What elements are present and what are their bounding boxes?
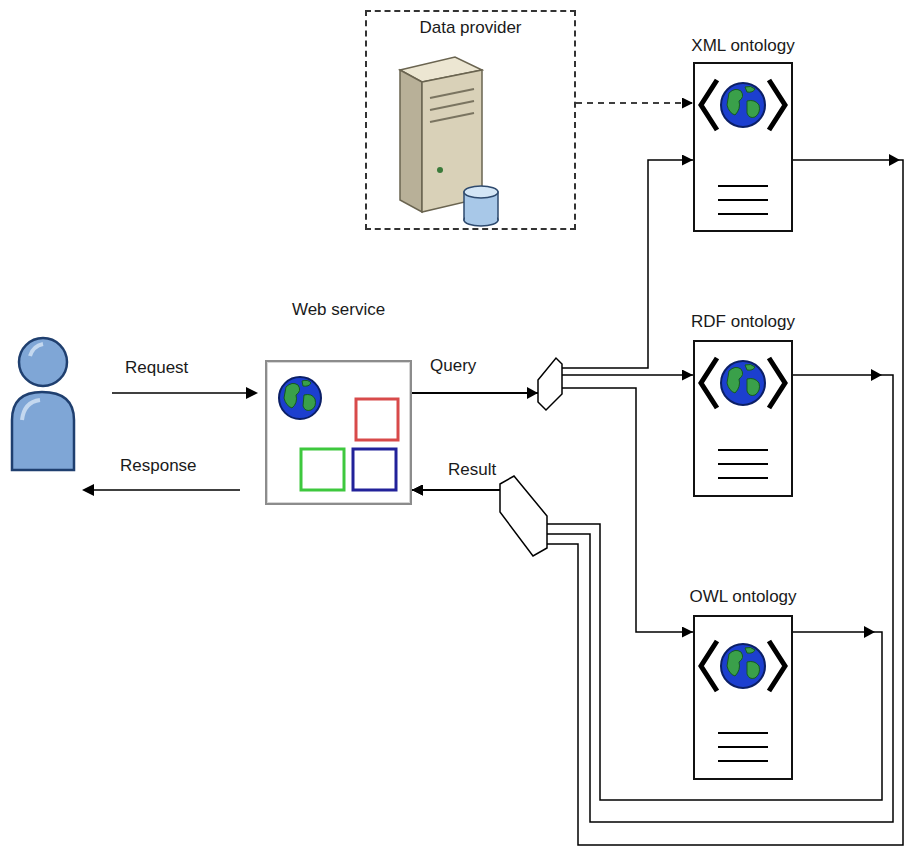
globe-sea: [279, 377, 321, 419]
globe-land: [745, 86, 755, 92]
query-splitter: [538, 358, 562, 410]
arrow-head: [246, 387, 258, 399]
user-highlight: [22, 400, 40, 420]
user-highlight: [30, 344, 43, 356]
chevron: [769, 80, 785, 130]
globe-land: [284, 383, 300, 408]
server-slot: [430, 89, 474, 98]
arrow-head: [889, 154, 900, 166]
text-line: [718, 449, 768, 451]
globe-icon: [279, 377, 321, 419]
flow-arrow: [412, 160, 903, 845]
globe-land: [302, 380, 311, 386]
dashed-arrow: [576, 102, 693, 104]
arrow-head: [871, 369, 882, 381]
globe-icon: [721, 644, 765, 688]
globe-land: [747, 662, 760, 679]
database-fill: [465, 200, 497, 220]
query-label: Query: [428, 356, 478, 376]
node-title: Data provider: [367, 18, 574, 38]
globe-land: [747, 379, 760, 396]
server-led: [437, 167, 443, 173]
globe-land: [745, 364, 755, 370]
red-square: [356, 399, 398, 440]
globe-sea: [721, 644, 765, 688]
node-heading: RDF ontology: [691, 312, 795, 332]
globe-icon: [721, 83, 765, 127]
green-square: [301, 449, 344, 490]
response-label: Response: [118, 456, 199, 476]
database-top: [464, 186, 498, 198]
ontology-icon: [701, 358, 785, 478]
ontology-box: RDF ontology: [693, 340, 793, 497]
user-head: [19, 338, 67, 386]
chevron: [701, 358, 717, 408]
ontology-icon: [701, 80, 785, 214]
result-label: Result: [446, 460, 498, 480]
request-label: Request: [123, 358, 190, 378]
arrow-head: [82, 484, 94, 496]
result-merger: [500, 476, 547, 556]
arrow-head: [864, 626, 875, 638]
globe-land: [727, 650, 743, 676]
server-icon: [400, 57, 498, 226]
node-heading: OWL ontology: [689, 587, 796, 607]
flow-arrow: [412, 388, 693, 632]
node-heading: Web service: [292, 300, 385, 320]
globe-land: [727, 89, 743, 115]
request-arrow: [112, 392, 248, 394]
globe-land: [727, 367, 743, 393]
data-provider-box: Data provider: [365, 10, 576, 230]
ontology-box: XML ontology: [693, 62, 793, 232]
chevron: [701, 80, 717, 130]
chevron: [769, 641, 785, 691]
user-icon: [12, 338, 74, 470]
blue-square: [353, 449, 396, 490]
text-line: [718, 185, 768, 187]
globe-land: [303, 395, 316, 411]
node-heading: XML ontology: [691, 36, 794, 56]
text-line: [718, 746, 768, 748]
globe-land: [745, 647, 755, 653]
ontology-icon: [701, 641, 785, 761]
text-line: [718, 760, 768, 762]
response-arrow: [92, 489, 240, 491]
user-body: [12, 392, 74, 470]
ontology-box: OWL ontology: [693, 615, 793, 780]
text-line: [718, 732, 768, 734]
flow-arrow: [412, 490, 882, 800]
chevron: [701, 641, 717, 691]
text-line: [718, 199, 768, 201]
globe-sea: [721, 83, 765, 127]
globe-land: [747, 101, 760, 118]
server-side: [400, 70, 422, 212]
chevron: [769, 358, 785, 408]
globe-icon: [721, 361, 765, 405]
text-line: [718, 477, 768, 479]
web-service-box: Web service: [265, 360, 412, 505]
arrow-head: [527, 387, 538, 399]
server-slot: [430, 101, 474, 110]
server-slot: [430, 113, 474, 122]
text-line: [718, 213, 768, 215]
text-line: [718, 463, 768, 465]
flow-arrow: [412, 375, 893, 822]
globe-sea: [721, 361, 765, 405]
